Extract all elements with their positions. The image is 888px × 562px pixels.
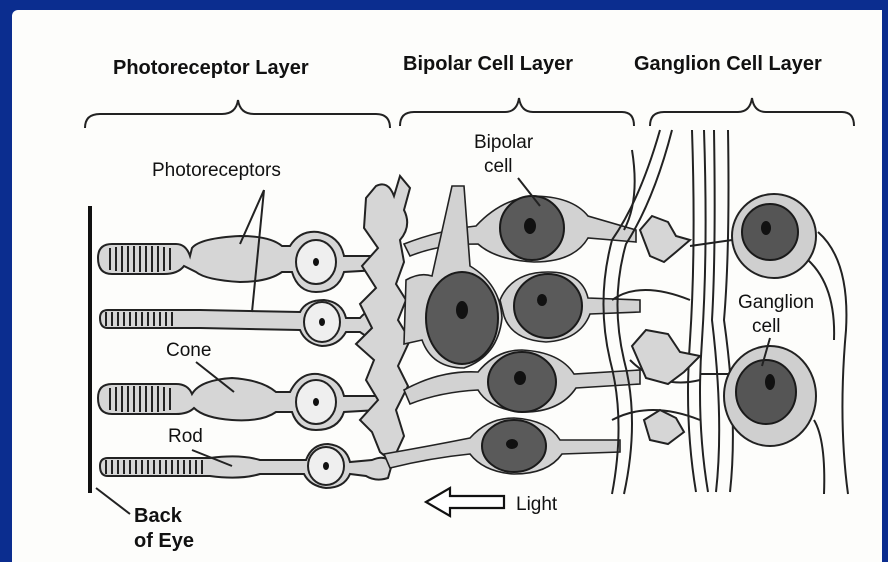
bipolar-layer-heading: Bipolar Cell Layer bbox=[403, 53, 573, 75]
ganglion-layer-heading: Ganglion Cell Layer bbox=[634, 53, 822, 75]
photoreceptors-pointer bbox=[239, 189, 265, 313]
ganglion-label-line2: cell bbox=[752, 316, 781, 337]
back-of-eye-label-line1: Back bbox=[134, 505, 183, 527]
bipolar-cell-bottom bbox=[382, 417, 621, 475]
light-arrow-icon bbox=[423, 486, 506, 518]
back-of-eye-label-line2: of Eye bbox=[134, 530, 194, 552]
photoreceptor-cell-3 bbox=[96, 372, 379, 432]
interplexiform-fibers bbox=[602, 129, 734, 495]
amacrine-cell-bottom bbox=[642, 408, 686, 446]
ganglion-layer-brace bbox=[649, 97, 855, 127]
horizontal-cell bbox=[354, 173, 412, 464]
ganglion-label-line1: Ganglion bbox=[738, 292, 814, 313]
cone-pointer bbox=[195, 361, 235, 393]
photoreceptor-layer-brace bbox=[84, 99, 391, 129]
photoreceptors-label: Photoreceptors bbox=[152, 160, 281, 181]
bipolar-cell-middle bbox=[499, 271, 641, 343]
photoreceptor-cell-4 bbox=[98, 442, 394, 490]
rod-label: Rod bbox=[168, 426, 203, 447]
bipolar-layer-brace bbox=[399, 97, 635, 127]
cone-label: Cone bbox=[166, 340, 211, 361]
bipolar-label-line2: cell bbox=[484, 156, 513, 177]
ganglion-pointer bbox=[761, 337, 771, 367]
back-of-eye-pointer bbox=[95, 487, 131, 515]
bipolar-cell-top bbox=[402, 195, 637, 263]
amacrine-cell-top bbox=[638, 214, 693, 264]
bipolar-cell-large bbox=[403, 185, 503, 369]
bipolar-label-line1: Bipolar bbox=[474, 132, 534, 153]
rod-pointer bbox=[191, 449, 233, 467]
photoreceptor-cell-2 bbox=[98, 298, 398, 348]
bipolar-pointer bbox=[517, 177, 541, 207]
amacrine-cell-middle bbox=[630, 328, 703, 386]
ganglion-cell-top bbox=[689, 193, 849, 495]
light-label: Light bbox=[516, 494, 558, 515]
bipolar-cell-lower bbox=[402, 349, 641, 413]
photoreceptor-layer-heading: Photoreceptor Layer bbox=[113, 57, 309, 79]
ganglion-cell-bottom bbox=[700, 345, 826, 495]
photoreceptor-cell-1 bbox=[96, 230, 379, 294]
